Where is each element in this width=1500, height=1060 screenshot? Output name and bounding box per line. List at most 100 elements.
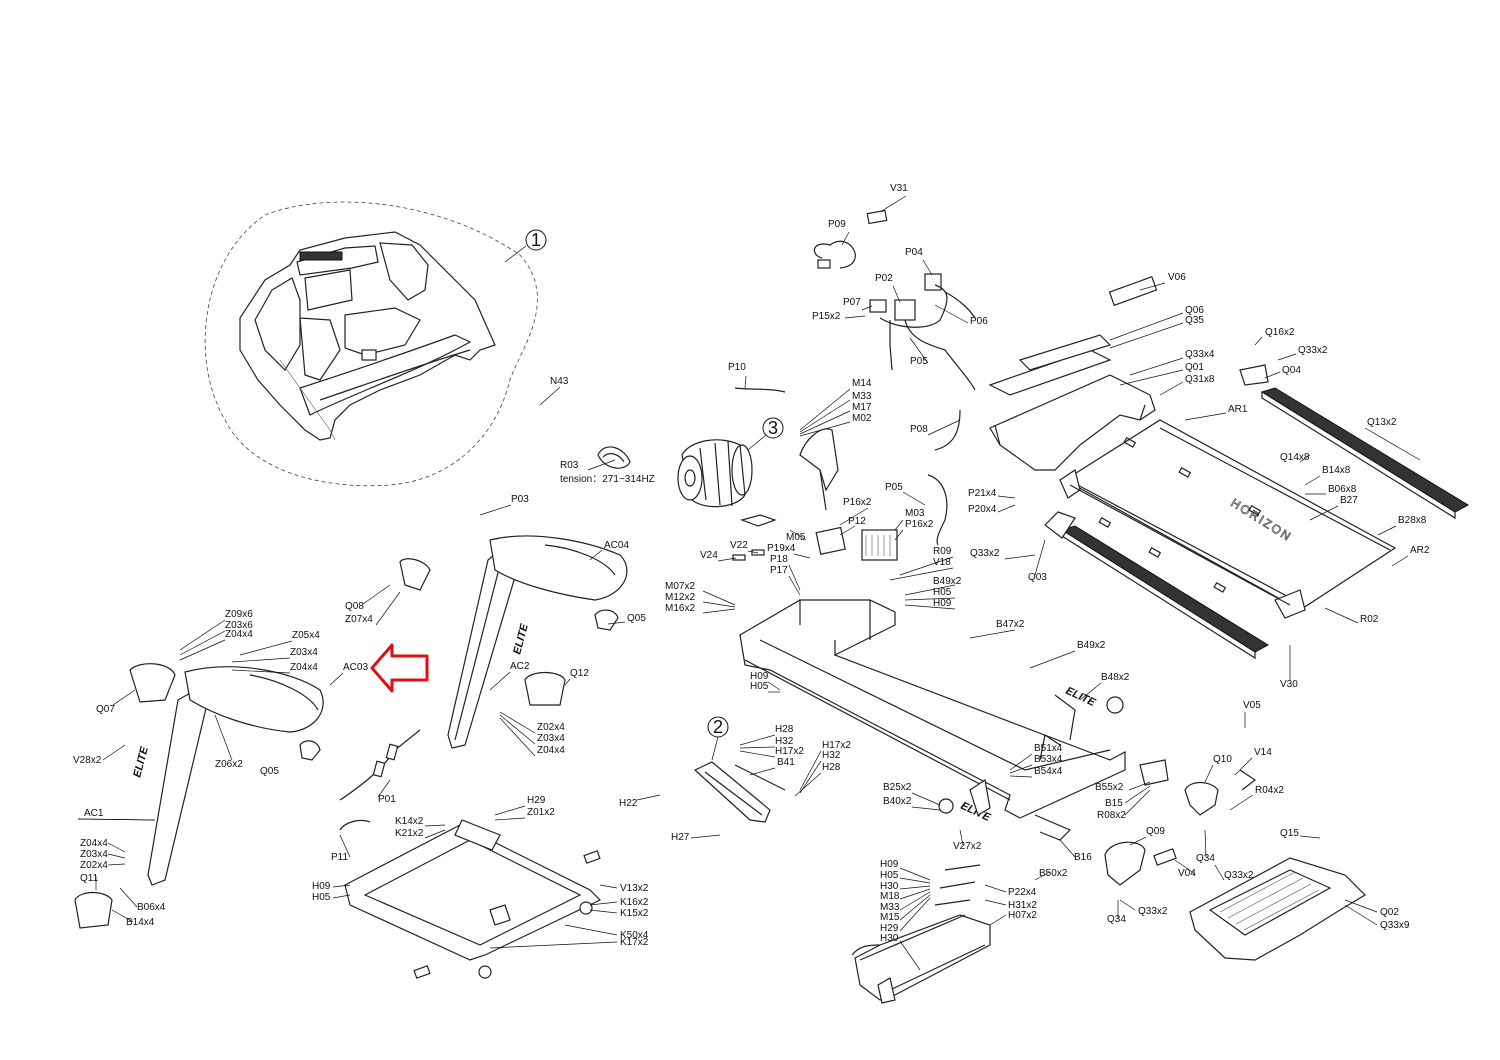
upright-right-elite: ELITE [511, 622, 531, 656]
leader-line [1229, 794, 1254, 811]
part-label: Z04x4 [290, 662, 318, 673]
leader-line [636, 794, 661, 801]
leader-line [1184, 412, 1227, 421]
part-label: Z07x4 [345, 614, 373, 625]
part-label: AC04 [604, 540, 629, 551]
part-label: Z06x2 [215, 759, 243, 770]
leader-line [1009, 764, 1033, 774]
highlight-arrow [370, 643, 429, 693]
leader-line [332, 884, 351, 888]
part-label: Q31x8 [1185, 374, 1215, 385]
callout-3: 3 [768, 418, 778, 438]
leader-line [107, 853, 126, 859]
part-label: Q13x2 [1367, 417, 1397, 428]
part-label: M12x2 [665, 592, 695, 603]
part-label: B15 [1105, 798, 1123, 809]
leader-line [1128, 781, 1151, 791]
motor-assembly [597, 439, 753, 508]
part-label: Q16x2 [1265, 327, 1295, 338]
part-label: H05 [880, 870, 899, 881]
part-label: Q15 [1280, 828, 1299, 839]
leader-line [794, 772, 822, 797]
leader-line [1129, 836, 1147, 846]
leader-line [989, 914, 1007, 926]
leader-line [1009, 753, 1033, 771]
leader-line [879, 195, 907, 213]
part-label: B06x4 [137, 902, 166, 913]
leader-line [1129, 357, 1184, 376]
part-label: K16x2 [620, 897, 649, 908]
part-label: Z04x4 [80, 838, 108, 849]
leader-line [499, 714, 536, 745]
part-label: H05 [312, 892, 331, 903]
part-label: H09 [750, 671, 769, 682]
callout-2: 2 [713, 717, 723, 737]
part-label: B53x4 [1034, 754, 1063, 765]
part-label: M18 [880, 891, 900, 902]
part-label: Q33x2 [1224, 870, 1254, 881]
part-label: AR2 [1410, 545, 1430, 556]
leader-line [839, 507, 869, 526]
main-frame: ELITE ELITE [739, 599, 1126, 841]
leader-line [788, 564, 801, 591]
part-label: Q12 [570, 668, 589, 679]
part-label: Z02x4 [80, 860, 108, 871]
leader-lines [77, 195, 1421, 971]
rear-cover-parts [1104, 759, 1366, 961]
leader-line [1004, 554, 1036, 560]
part-label: R03 [560, 460, 579, 471]
leader-line [1309, 505, 1339, 521]
part-label: P15x2 [812, 311, 841, 322]
part-label: Q10 [1213, 754, 1232, 765]
part-label: H30 [880, 881, 899, 892]
leader-line [744, 375, 747, 389]
part-label: V30 [1280, 679, 1298, 690]
leader-line [894, 519, 904, 531]
part-label: H22 [619, 798, 638, 809]
part-label: Q03 [1028, 572, 1047, 583]
leader-line [1119, 369, 1184, 386]
leader-line [899, 556, 954, 576]
part-label: P22x4 [1008, 887, 1037, 898]
part-label: Q33x4 [1185, 349, 1215, 360]
leader-line [599, 884, 618, 889]
leader-line [969, 629, 1016, 639]
part-label: Z04x4 [537, 745, 565, 756]
part-label: P03 [511, 494, 529, 505]
leader-line [231, 669, 291, 674]
part-label: P18 [770, 554, 788, 565]
leader-line [1214, 864, 1225, 881]
leader-line [789, 529, 807, 541]
leader-line [749, 767, 776, 776]
leader-line [793, 553, 811, 559]
part-label: Q14x8 [1280, 452, 1310, 463]
callout-numbers: 1 2 3 [504, 229, 784, 761]
part-label: M07x2 [665, 581, 695, 592]
part-label: M33 [852, 391, 872, 402]
part-label: H32 [775, 736, 794, 747]
leader-line [702, 601, 736, 608]
leader-line [179, 630, 226, 656]
leader-line [107, 863, 126, 866]
leader-line [1029, 650, 1076, 669]
leader-line [739, 750, 776, 758]
part-label: H09 [312, 881, 331, 892]
part-label: K17x2 [620, 937, 649, 948]
leader-line [767, 681, 781, 691]
part-label: Z03x6 [225, 620, 253, 631]
upright-left-elite: ELITE [131, 745, 151, 779]
part-label: B14x8 [1322, 465, 1351, 476]
part-label: P06 [970, 316, 988, 327]
leader-line [889, 567, 954, 581]
part-label: B40x2 [883, 796, 912, 807]
leader-line [1264, 371, 1281, 379]
part-label: H32 [822, 750, 841, 761]
leader-line [1124, 785, 1151, 804]
leader-line [799, 410, 851, 435]
part-label: P17 [770, 565, 788, 576]
part-label: M17 [852, 402, 872, 413]
uprights-and-handlebars: ELITE ELITE [74, 535, 628, 929]
part-label: Z03x4 [80, 849, 108, 860]
leader-line [1254, 336, 1263, 346]
